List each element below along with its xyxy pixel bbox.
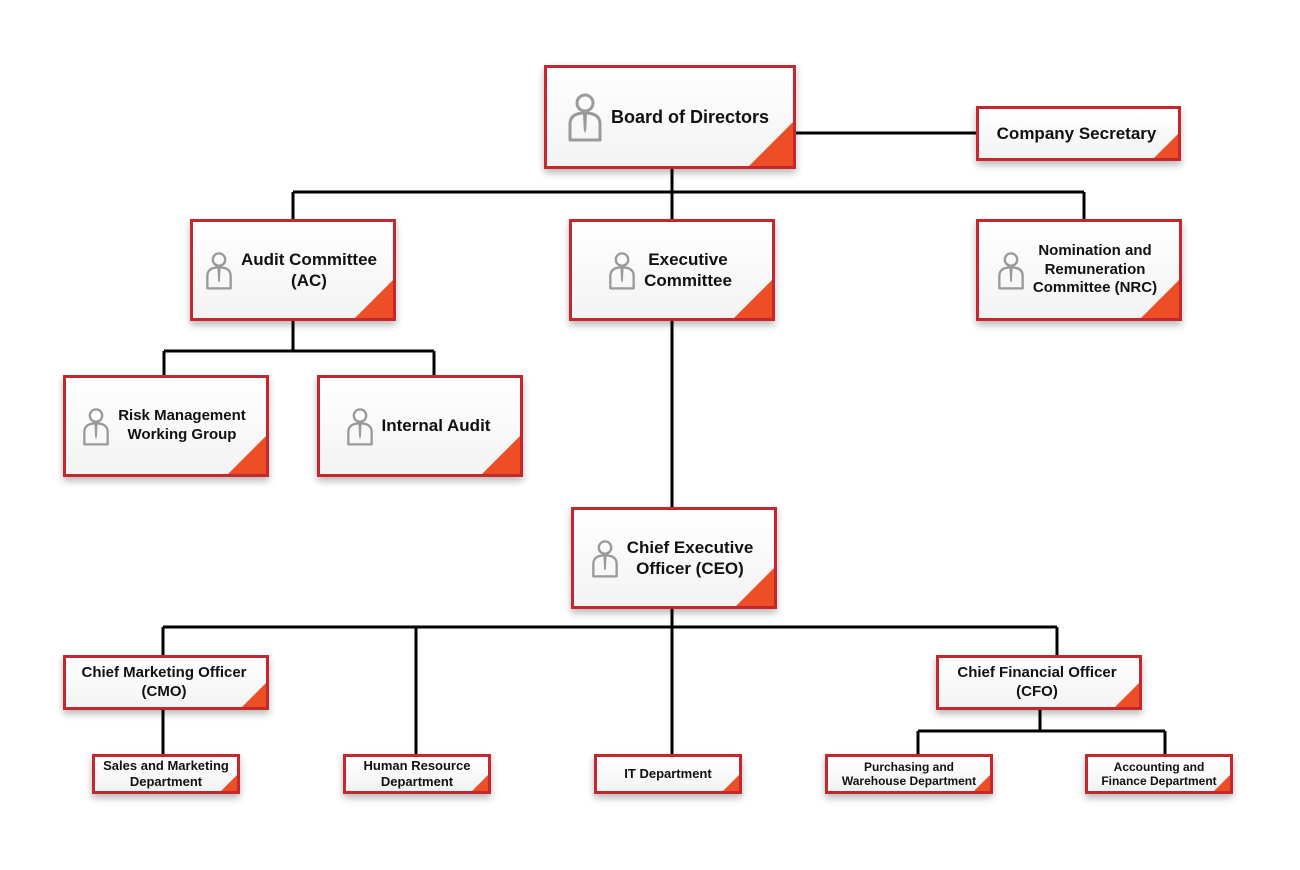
node-label: Accounting and Finance Department [1101,759,1217,788]
node-purchasing-warehouse-department[interactable]: Purchasing and Warehouse Department [825,754,993,794]
node-human-resource-department[interactable]: Human Resource Department [343,754,491,794]
node-chief-financial-officer[interactable]: Chief Financial Officer (CFO) [936,655,1142,710]
node-label: Human Resource Department [363,758,471,789]
node-label: Chief Marketing Officer (CMO) [81,663,247,700]
node-label: Sales and Marketing Department [103,758,229,789]
node-label: Executive Committee [644,249,732,290]
node-risk-management-working-group[interactable]: Risk Management Working Group [63,375,269,477]
person-icon [591,539,618,578]
node-label: Audit Committee (AC) [241,249,377,290]
node-nomination-remuneration-committee[interactable]: Nomination and Remuneration Committee (N… [976,219,1182,321]
node-board-of-directors[interactable]: Board of Directors [544,65,796,169]
node-label: Chief Financial Officer (CFO) [957,663,1117,700]
node-label: Chief Executive Officer (CEO) [626,537,754,578]
node-label: Purchasing and Warehouse Department [841,759,977,788]
node-executive-committee[interactable]: Executive Committee [569,219,775,321]
node-chief-marketing-officer[interactable]: Chief Marketing Officer (CMO) [63,655,269,710]
node-label: Board of Directors [610,106,770,127]
person-icon [346,407,373,446]
person-icon [998,251,1024,290]
node-label: Risk Management Working Group [118,407,246,443]
node-sales-marketing-department[interactable]: Sales and Marketing Department [92,754,240,794]
node-internal-audit[interactable]: Internal Audit [317,375,523,477]
node-it-department[interactable]: IT Department [594,754,742,794]
person-icon [568,93,602,142]
person-icon [609,251,635,290]
person-icon [206,251,232,290]
node-accounting-finance-department[interactable]: Accounting and Finance Department [1085,754,1233,794]
person-icon [83,407,110,446]
node-chief-executive-officer[interactable]: Chief Executive Officer (CEO) [571,507,777,609]
node-label: Nomination and Remuneration Committee (N… [1032,241,1158,297]
node-audit-committee[interactable]: Audit Committee (AC) [190,219,396,321]
node-label: Company Secretary [996,123,1157,143]
node-label: IT Department [624,766,712,782]
node-company-secretary[interactable]: Company Secretary [976,106,1181,161]
node-label: Internal Audit [381,416,491,436]
